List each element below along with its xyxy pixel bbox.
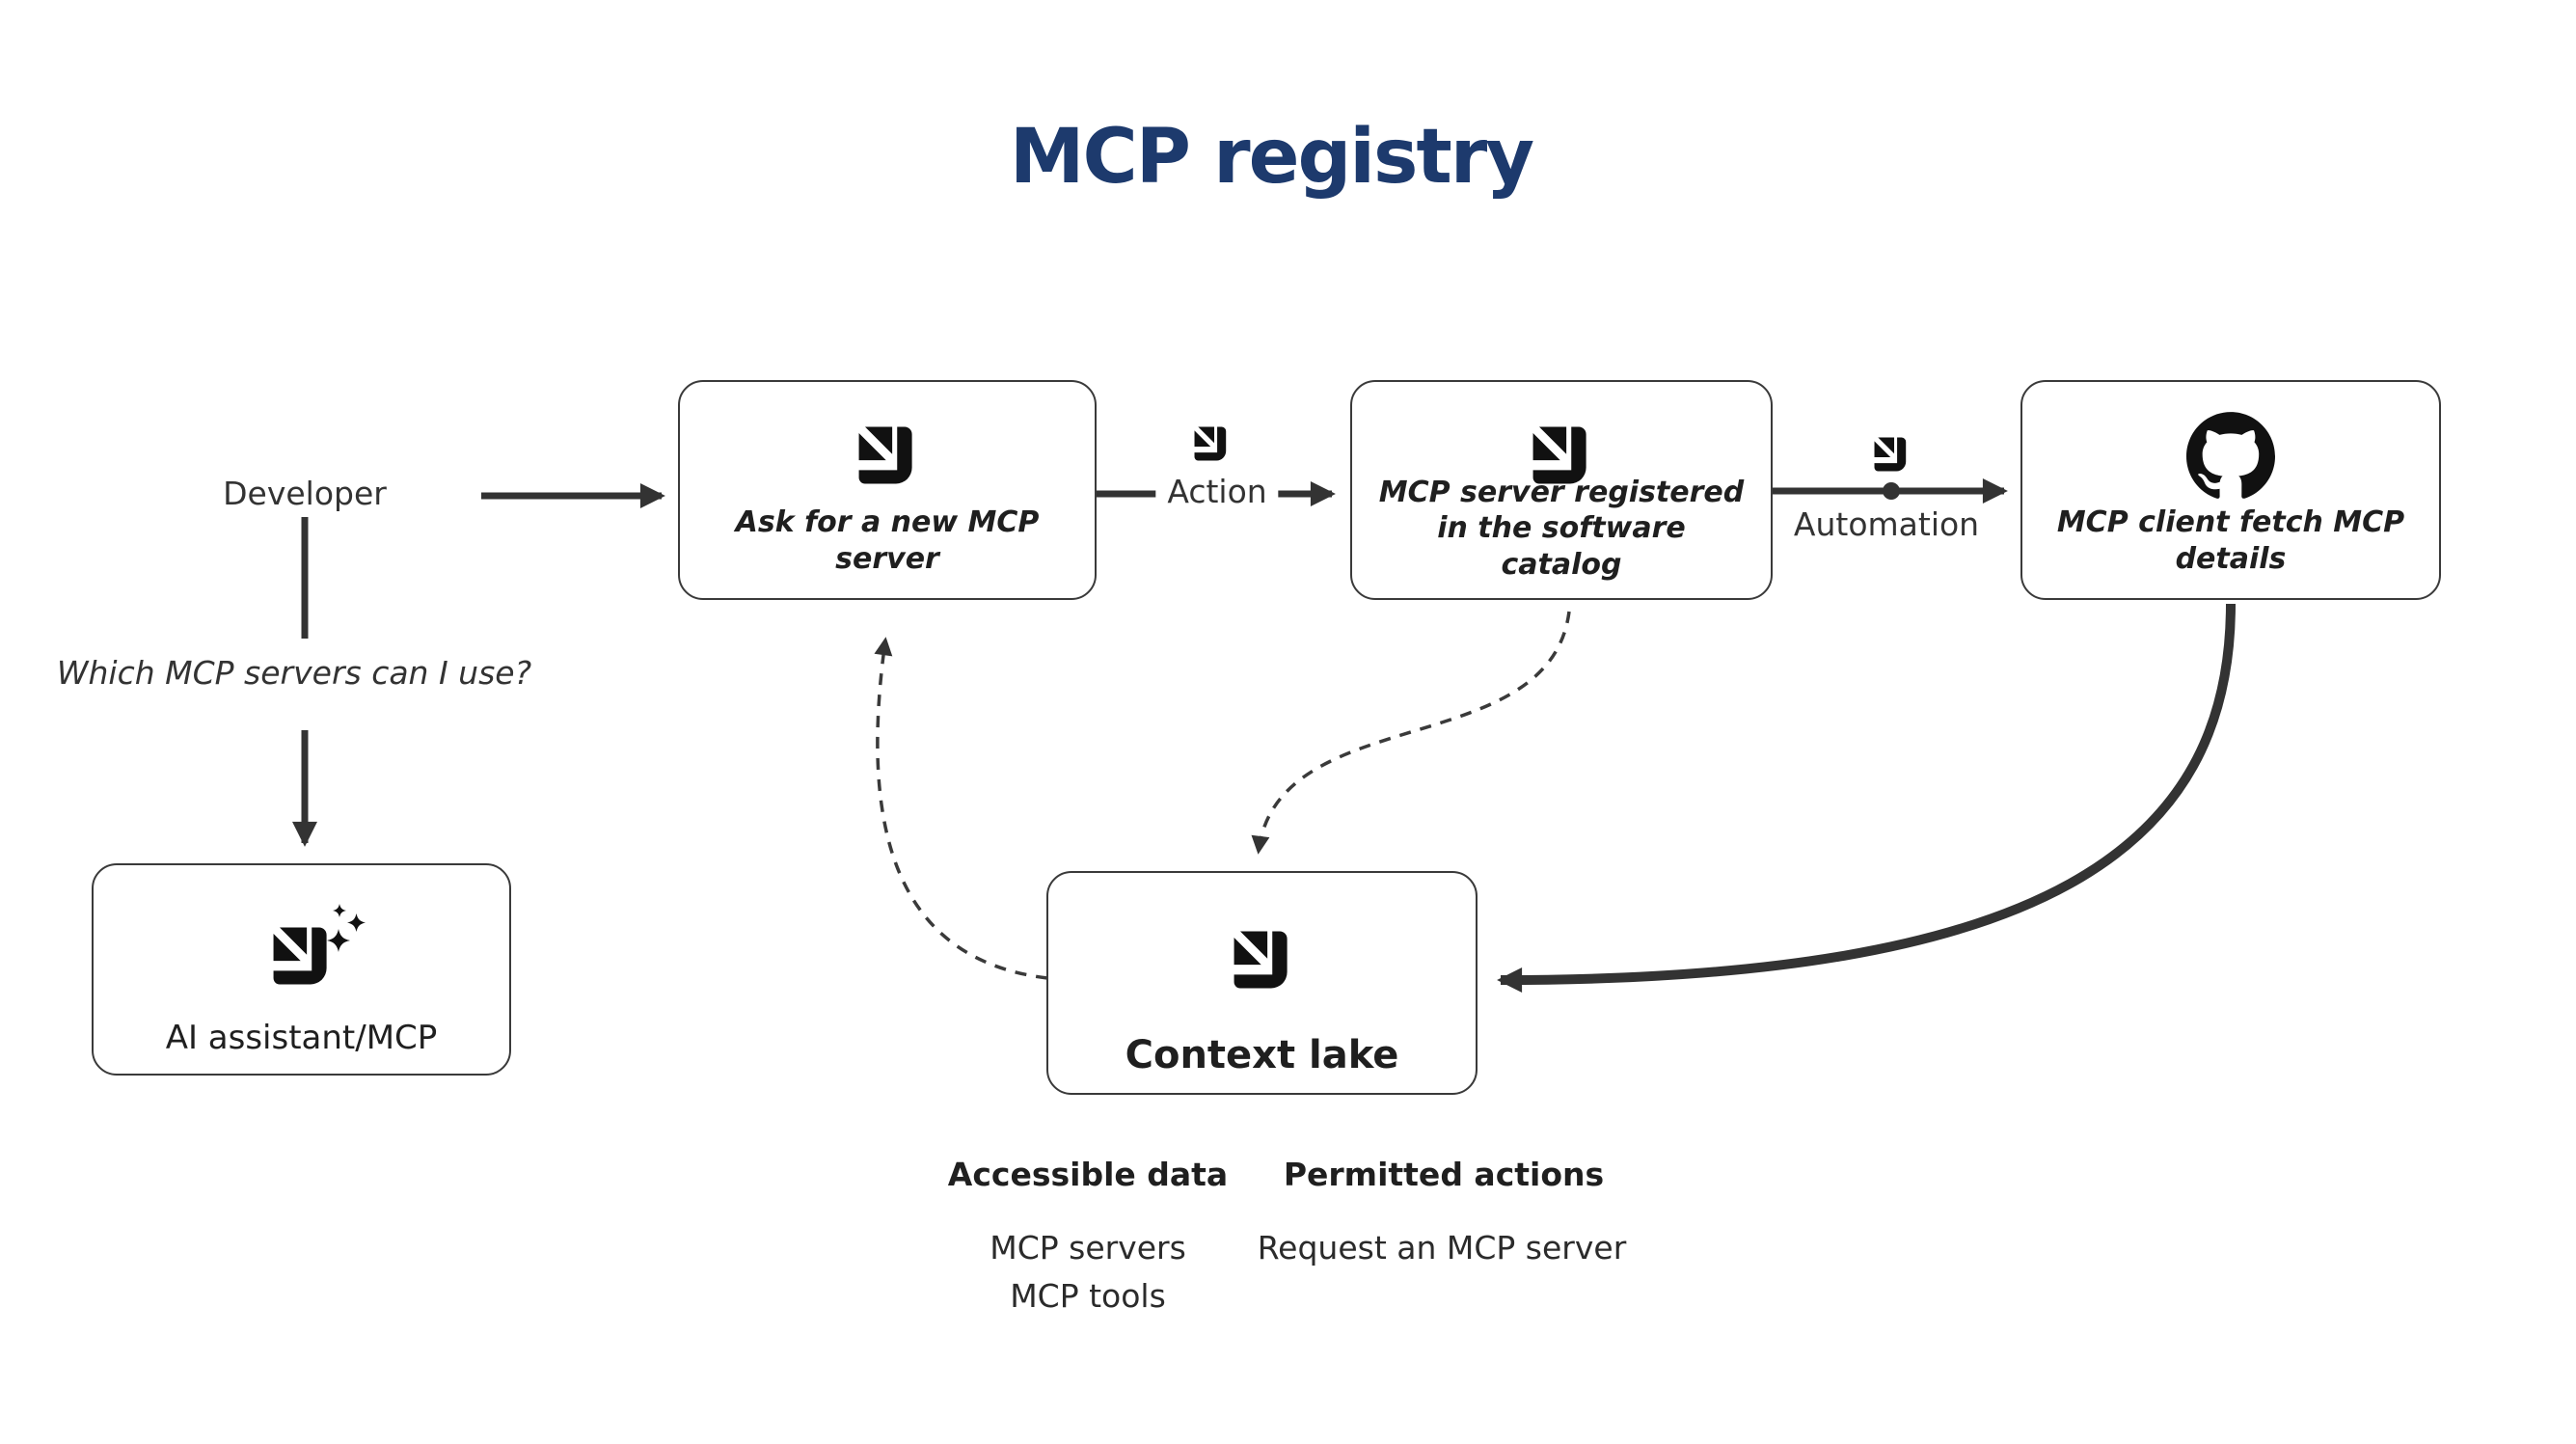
node-ask-label: Ask for a new MCP server — [735, 505, 1040, 576]
page-title: MCP registry — [1009, 114, 1534, 201]
edge-fetch-to-context — [1497, 603, 2236, 993]
automation-edge-label: Automation — [1793, 505, 1980, 543]
node-registered-label: MCP server registered in the software ca… — [1378, 475, 1745, 582]
port-logo-sparkles-icon — [271, 925, 333, 987]
port-logo-icon — [271, 925, 333, 987]
node-mcp-server-registered: MCP server registered in the software ca… — [1350, 380, 1773, 600]
sparkle-icon — [327, 929, 350, 952]
legend-permitted-actions-header: Permitted actions — [1283, 1156, 1605, 1193]
edge-context-to-ask — [874, 637, 1048, 980]
action-edge-label: Action — [1155, 473, 1279, 510]
port-logo-icon — [1873, 436, 1910, 473]
node-ask-mcp-server: Ask for a new MCP server — [678, 380, 1097, 600]
node-mcp-client-fetch: MCP client fetch MCP details — [2020, 380, 2441, 600]
node-fetch-label: MCP client fetch MCP details — [2056, 505, 2405, 576]
port-logo-icon — [856, 424, 918, 490]
node-ai-label: AI assistant/MCP — [165, 1018, 438, 1057]
node-ai-assistant: AI assistant/MCP — [92, 863, 511, 1076]
port-logo-icon — [1232, 929, 1293, 994]
developer-question-label: Which MCP servers can I use? — [56, 654, 532, 692]
developer-label: Developer — [223, 475, 387, 512]
node-context-lake: Context lake — [1046, 871, 1478, 1095]
legend-accessible-data-header: Accessible data — [947, 1156, 1229, 1193]
legend-item-mcp-tools: MCP tools — [1010, 1277, 1166, 1315]
legend-item-request-mcp-server: Request an MCP server — [1257, 1229, 1627, 1267]
edge-registered-to-context — [1251, 611, 1571, 855]
port-logo-icon — [1193, 425, 1230, 462]
legend-item-mcp-servers: MCP servers — [990, 1229, 1186, 1267]
sparkle-icon — [333, 904, 346, 917]
edge-automation-dot — [1883, 482, 1900, 500]
github-icon — [2186, 411, 2275, 504]
node-context-label: Context lake — [1125, 1033, 1399, 1077]
